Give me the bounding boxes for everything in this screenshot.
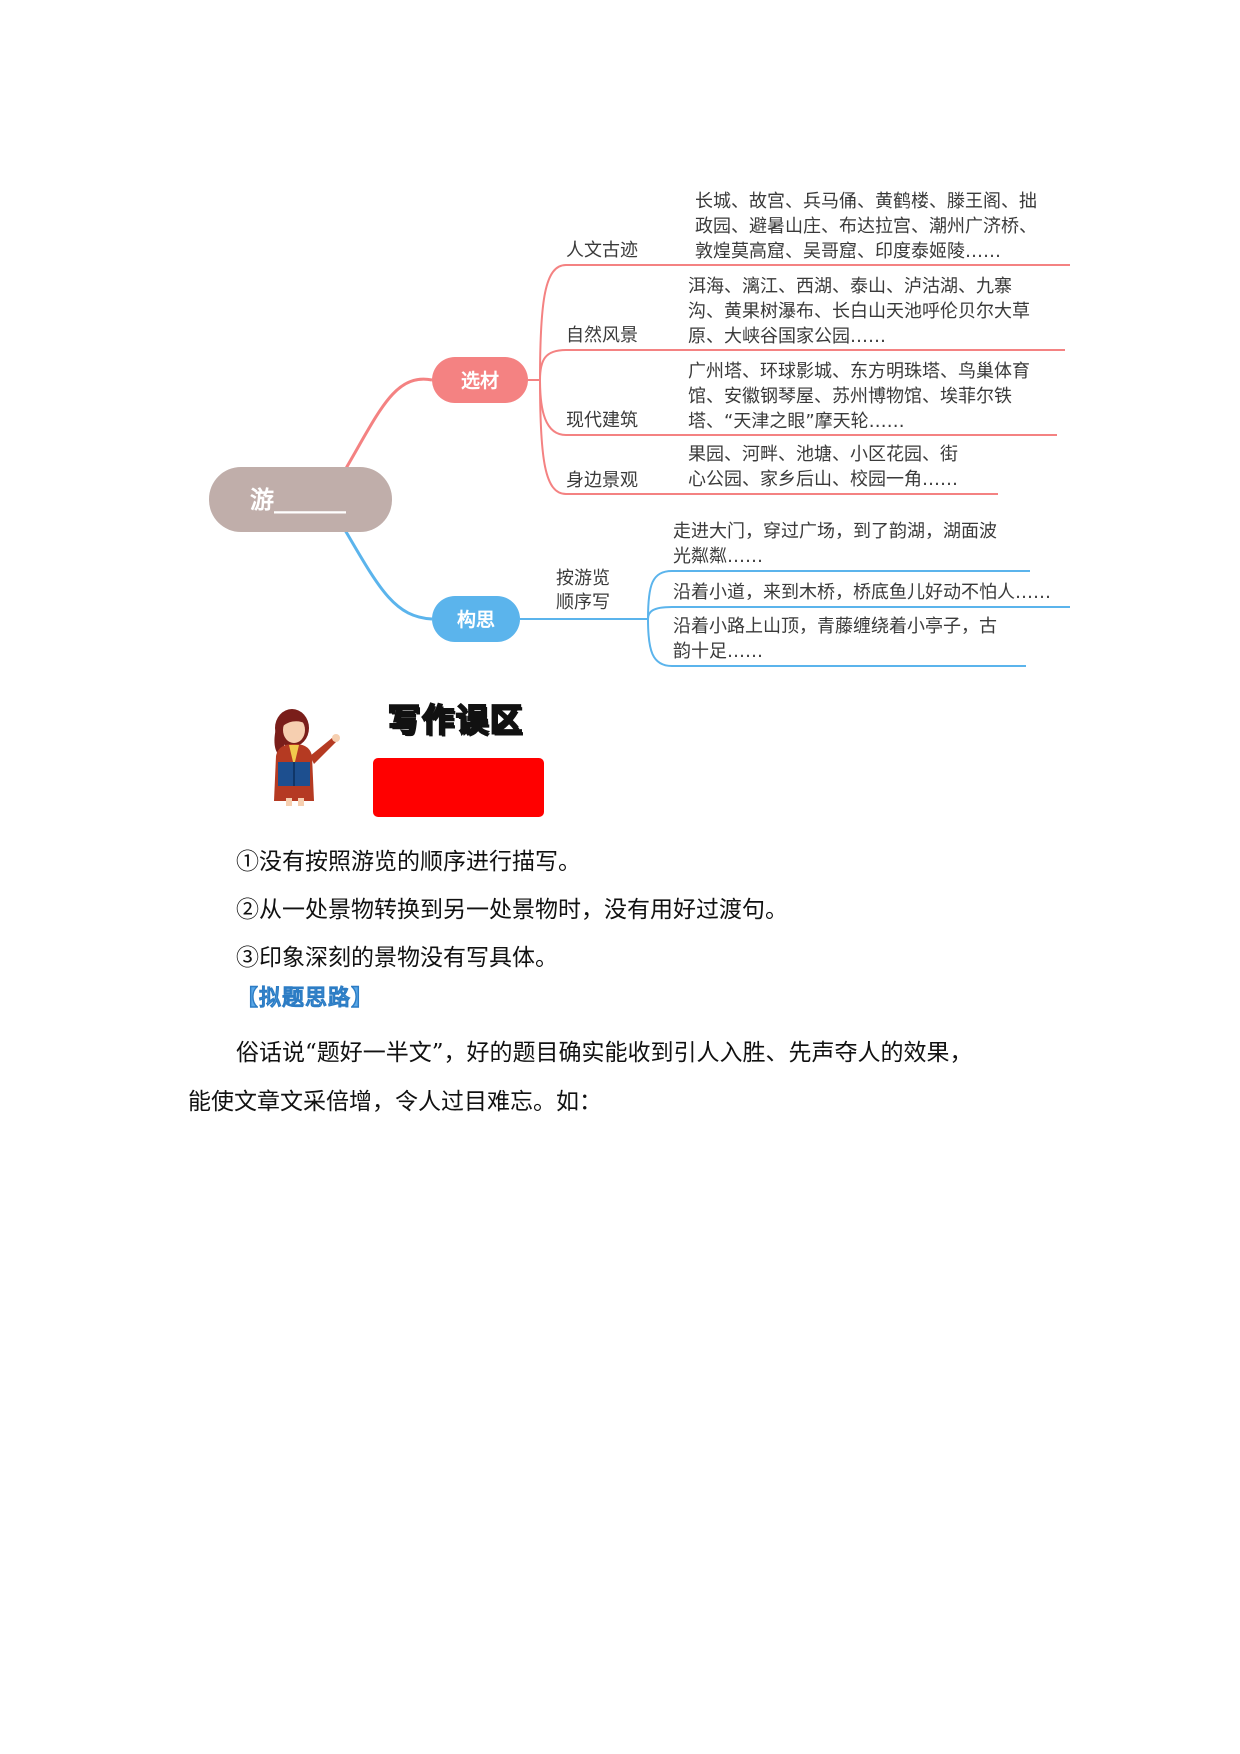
- root-to-xuancai-connector: [343, 377, 433, 471]
- svg-text:果园、河畔、池塘、小区花园、街: 果园、河畔、池塘、小区花园、街: [688, 444, 958, 465]
- category-xiandai-jianzhu: 现代建筑: [566, 410, 638, 431]
- title-ideas-paragraph-line-1: 俗话说“题好一半文”，好的题目确实能收到引人入胜、先声夺人的效果，: [236, 1040, 973, 1066]
- svg-text:馆、安徽钢琴屋、苏州博物馆、埃菲尔铁: 馆、安徽钢琴屋、苏州博物馆、埃菲尔铁: [688, 386, 1012, 407]
- svg-text:沿着小道，来到木桥，桥底鱼儿好动不怕人……: 沿着小道，来到木桥，桥底鱼儿好动不怕人……: [673, 582, 1051, 603]
- xuancai-children-connectors: [528, 264, 1070, 495]
- mistake-item-1: ①没有按照游览的顺序进行描写。: [236, 849, 581, 875]
- category-renwen-guji: 人文古迹: [566, 240, 638, 261]
- svg-text:洱海、漓江、西湖、泰山、泸沽湖、九寨: 洱海、漓江、西湖、泰山、泸沽湖、九寨: [688, 276, 1012, 297]
- svg-text:长城、故宫、兵马俑、黄鹤楼、滕王阁、拙: 长城、故宫、兵马俑、黄鹤楼、滕王阁、拙: [695, 191, 1037, 212]
- root-node[interactable]: [209, 467, 392, 532]
- category-anyoulan-shunxu: 按游览 顺序写: [556, 568, 610, 613]
- gousi-node-label: 构思: [457, 608, 495, 631]
- svg-text:敦煌莫高窟、吴哥窟、印度泰姬陵……: 敦煌莫高窟、吴哥窟、印度泰姬陵……: [695, 241, 1001, 262]
- svg-text:沟、黄果树瀑布、长白山天池呼伦贝尔大草: 沟、黄果树瀑布、长白山天池呼伦贝尔大草: [688, 301, 1030, 322]
- root-node-label: 游______: [250, 486, 346, 514]
- svg-text:原、大峡谷国家公园……: 原、大峡谷国家公园……: [688, 326, 886, 347]
- xuancai-node-label: 选材: [461, 369, 499, 392]
- section-banner-title: 写作误区: [387, 700, 525, 740]
- svg-text:光粼粼……: 光粼粼……: [673, 546, 763, 567]
- title-ideas-heading: 【拟题思路】: [236, 986, 375, 1012]
- detail-shenbian-jingguan: 果园、河畔、池塘、小区花园、街 心公园、家乡后山、校园一角……: [688, 444, 958, 490]
- section-banner-red-bar: [373, 758, 544, 817]
- gousi-item-3: 沿着小路上山顶，青藤缠绕着小亭子，古 韵十足……: [673, 616, 997, 662]
- detail-ziran-fengjing: 洱海、漓江、西湖、泰山、泸沽湖、九寨 沟、黄果树瀑布、长白山天池呼伦贝尔大草 原…: [688, 276, 1030, 347]
- teacher-holding-book-icon: [274, 709, 340, 806]
- svg-text:广州塔、环球影城、东方明珠塔、鸟巢体育: 广州塔、环球影城、东方明珠塔、鸟巢体育: [688, 361, 1030, 382]
- gousi-children-connectors: [520, 570, 1070, 667]
- root-to-gousi-connector: [343, 529, 433, 621]
- svg-text:塔、“天津之眼”摩天轮……: 塔、“天津之眼”摩天轮……: [688, 411, 905, 432]
- svg-text:政园、避暑山庄、布达拉宫、潮州广济桥、: 政园、避暑山庄、布达拉宫、潮州广济桥、: [695, 216, 1037, 237]
- category-ziran-fengjing: 自然风景: [566, 325, 638, 346]
- gousi-node[interactable]: [432, 596, 520, 642]
- detail-renwen-guji: 长城、故宫、兵马俑、黄鹤楼、滕王阁、拙 政园、避暑山庄、布达拉宫、潮州广济桥、 …: [695, 191, 1037, 262]
- svg-text:沿着小路上山顶，青藤缠绕着小亭子，古: 沿着小路上山顶，青藤缠绕着小亭子，古: [673, 616, 997, 637]
- svg-text:心公园、家乡后山、校园一角……: 心公园、家乡后山、校园一角……: [688, 469, 958, 490]
- category-shenbian-jingguan: 身边景观: [566, 470, 638, 491]
- gousi-item-2: 沿着小道，来到木桥，桥底鱼儿好动不怕人……: [673, 582, 1051, 603]
- gousi-item-1: 走进大门，穿过广场，到了韵湖，湖面波 光粼粼……: [673, 521, 997, 567]
- svg-text:顺序写: 顺序写: [556, 592, 610, 613]
- detail-xiandai-jianzhu: 广州塔、环球影城、东方明珠塔、鸟巢体育 馆、安徽钢琴屋、苏州博物馆、埃菲尔铁 塔…: [688, 361, 1030, 432]
- svg-text:走进大门，穿过广场，到了韵湖，湖面波: 走进大门，穿过广场，到了韵湖，湖面波: [673, 521, 997, 542]
- mistake-item-3: ③印象深刻的景物没有写具体。: [236, 945, 558, 971]
- title-ideas-paragraph-line-2: 能使文章文采倍增，令人过目难忘。如：: [188, 1089, 602, 1115]
- mistake-item-2: ②从一处景物转换到另一处景物时，没有用好过渡句。: [236, 897, 788, 923]
- xuancai-node[interactable]: [432, 357, 528, 403]
- svg-text:韵十足……: 韵十足……: [673, 641, 763, 662]
- mind-map: 游______ 选材 构思 人文古迹 自然风景 现代建筑 身边景观 长城、故宫、…: [209, 191, 1070, 667]
- svg-text:按游览: 按游览: [556, 568, 610, 589]
